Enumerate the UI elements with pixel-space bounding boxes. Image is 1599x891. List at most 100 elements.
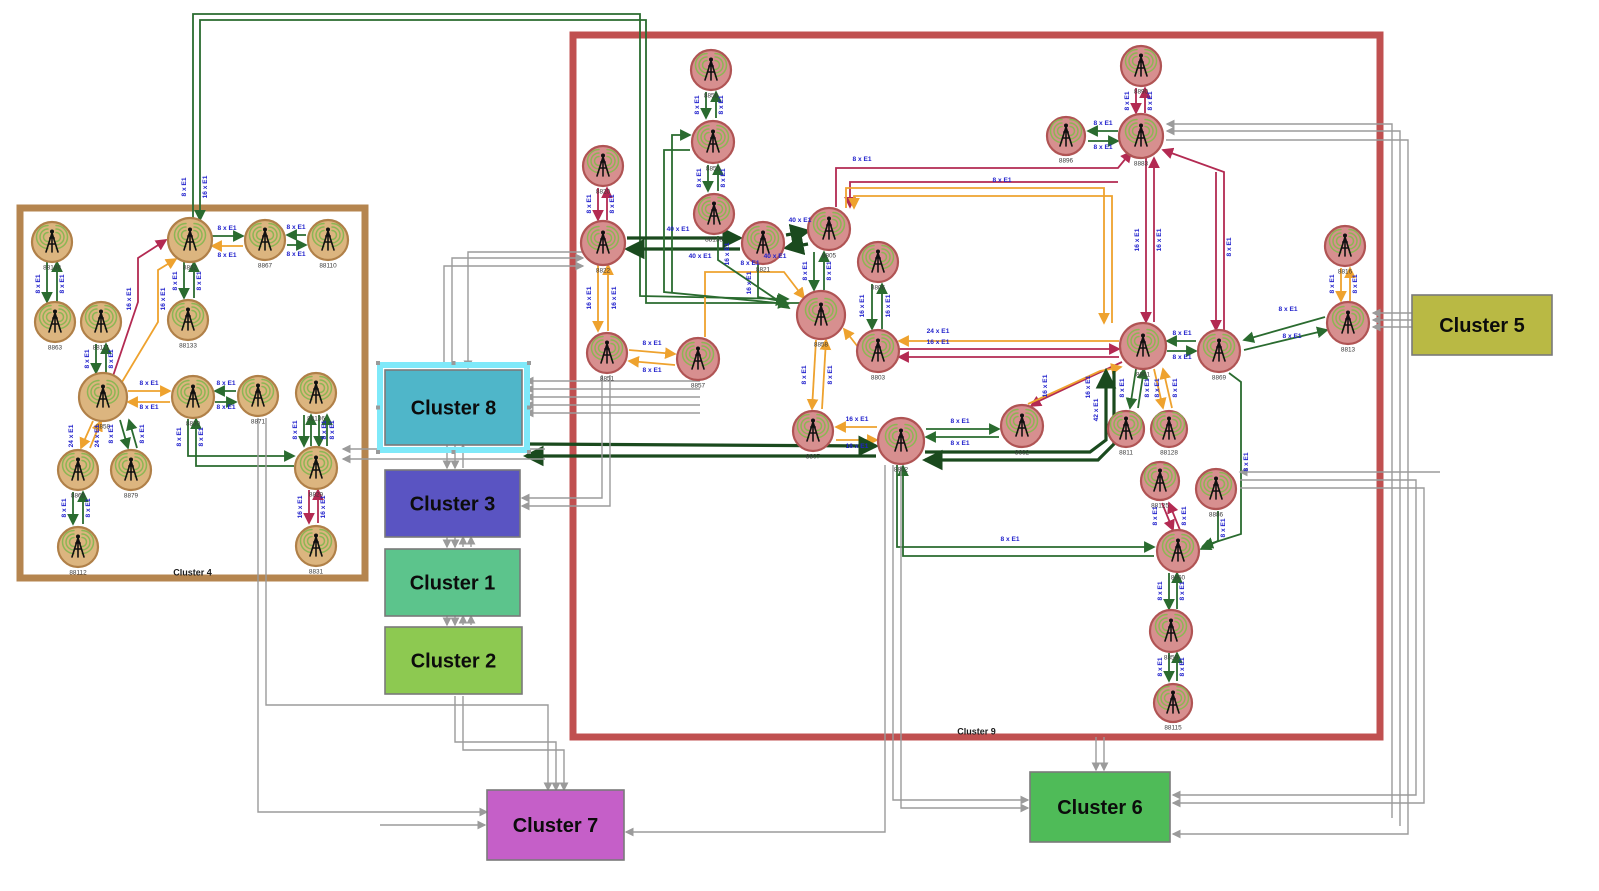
cluster-box-label: Cluster 6 [1057,797,1143,819]
node-88133[interactable]: 88133 [166,298,210,350]
edge-capacity-label: 8 x E1 [1124,91,1131,110]
radio-wave-icon [196,379,210,405]
radio-wave-icon [868,251,875,263]
radio-wave-icon [1147,467,1157,485]
node-8851[interactable]: 8851 [585,331,629,383]
node-8856[interactable]: 8856 [689,48,733,100]
cluster-box-rect [1029,771,1171,843]
radio-wave-icon [42,231,49,243]
node-8830[interactable]: 8830 [170,374,216,428]
node-8886[interactable]: 8886 [1194,467,1238,519]
node-id-label: 8821 [756,267,771,274]
cluster-box-rect [384,469,521,538]
node-8831[interactable]: 8831 [294,524,338,576]
node-8807[interactable]: 8807 [791,409,835,461]
selection-handle[interactable] [376,450,380,454]
radio-wave-icon [178,309,185,321]
cluster-box-cluster-5[interactable]: Cluster 5 [1411,294,1553,356]
edge-capacity-label: 8 x E1 [642,340,661,347]
node-8865[interactable]: 8865 [56,448,100,500]
selection-handle[interactable] [527,361,531,365]
edge-link [1161,147,1225,330]
node-8822[interactable]: 8822 [579,219,627,275]
cluster-box-cluster-1[interactable]: Cluster 1 [384,548,521,617]
radio-wave-icon [1348,228,1362,254]
node-8858[interactable]: 8858 [77,371,129,431]
radio-wave-icon [1335,309,1345,327]
edge-capacity-label: 8 x E1 [1152,506,1159,525]
edge-capacity-label: 16 x E1 [202,175,209,198]
node-8883[interactable]: 8883 [1117,112,1165,168]
node-8811[interactable]: 8811 [1106,409,1146,457]
cluster-box-cluster-2[interactable]: Cluster 2 [384,626,523,695]
node-8860[interactable]: 8860 [1155,528,1201,582]
node-88136[interactable]: 88136 [294,371,338,423]
node-8871[interactable]: 8871 [236,374,280,426]
radio-wave-icon [319,379,329,397]
node-8869[interactable]: 8869 [1196,328,1242,382]
radio-wave-icon [134,459,141,471]
node-8857[interactable]: 8857 [675,336,721,390]
radio-wave-icon [681,341,695,367]
cluster-frame-cluster-9[interactable]: Cluster 9 [569,31,1384,741]
selection-handle[interactable] [527,405,531,410]
edge-capacity-label: 8 x E1 [740,260,759,267]
node-8896[interactable]: 8896 [1045,115,1087,165]
edge-capacity-label: 40 x E1 [689,253,712,260]
node-8662[interactable]: 8662 [999,403,1045,457]
radio-wave-icon [306,535,313,547]
cluster-box-cluster-6[interactable]: Cluster 6 [1029,771,1171,843]
node-8821[interactable]: 8821 [740,220,786,274]
node-8829[interactable]: 8829 [293,445,339,499]
node-8806[interactable]: 8806 [856,240,900,292]
antenna-dot-icon [709,57,713,62]
node-88128[interactable]: 88128 [1149,409,1189,457]
node-8858[interactable]: 8858 [795,289,847,349]
node-8803[interactable]: 8803 [855,328,901,382]
edge-capacity-label: 8 x E1 [1181,506,1188,525]
node-8859[interactable]: 8859 [1148,608,1194,662]
node-8867[interactable]: 8867 [243,218,287,270]
cluster-box-cluster-7[interactable]: Cluster 7 [486,789,625,861]
node-88112[interactable]: 88112 [56,525,100,577]
node-88111[interactable]: 88111 [79,300,123,352]
node-8862[interactable]: 8862 [166,216,214,272]
node-88115[interactable]: 88115 [1152,682,1194,732]
node-8861[interactable]: 8861 [1118,321,1168,379]
selection-handle[interactable] [451,361,456,365]
selection-handle[interactable] [376,405,380,410]
radio-wave-icon [180,383,190,401]
selection-handle[interactable] [376,361,380,365]
node-8820[interactable]: 8820 [581,144,625,196]
radio-wave-icon [1005,408,1019,434]
node-88125[interactable]: 88125 [1139,460,1181,510]
radio-wave-icon [1156,685,1170,711]
node-88188[interactable]: 88188 [30,220,74,272]
selection-handle[interactable] [527,450,531,454]
cluster-box-rect [384,548,521,617]
node-8805[interactable]: 8805 [806,206,852,260]
edge-link [1165,126,1401,826]
radio-wave-icon [685,345,695,363]
node-88138[interactable]: 88138 [692,192,736,244]
node-8802[interactable]: 8802 [876,416,926,474]
cluster-frame-border [569,31,1384,741]
radio-wave-icon [593,155,600,167]
node-8816[interactable]: 8816 [1323,224,1367,276]
tower-icon [309,536,323,557]
node-id-label: 8851 [600,376,615,383]
cluster-box-cluster-3[interactable]: Cluster 3 [384,469,521,538]
radio-wave-icon [606,225,620,251]
node-8813[interactable]: 8813 [1325,300,1371,354]
cluster-box-cluster-8[interactable]: Cluster 8 [376,361,531,454]
edge-capacity-label: 8 x E1 [108,349,115,368]
antenna-dot-icon [256,383,260,388]
node-8879[interactable]: 8879 [109,448,153,500]
selection-handle[interactable] [451,450,456,454]
tower-icon [1134,56,1148,77]
node-8855[interactable]: 8855 [690,119,736,173]
node-88110[interactable]: 88110 [306,218,350,270]
node-8863[interactable]: 8863 [33,300,77,352]
radio-wave-icon [1335,235,1342,247]
node-8890[interactable]: 8890 [1119,44,1163,96]
